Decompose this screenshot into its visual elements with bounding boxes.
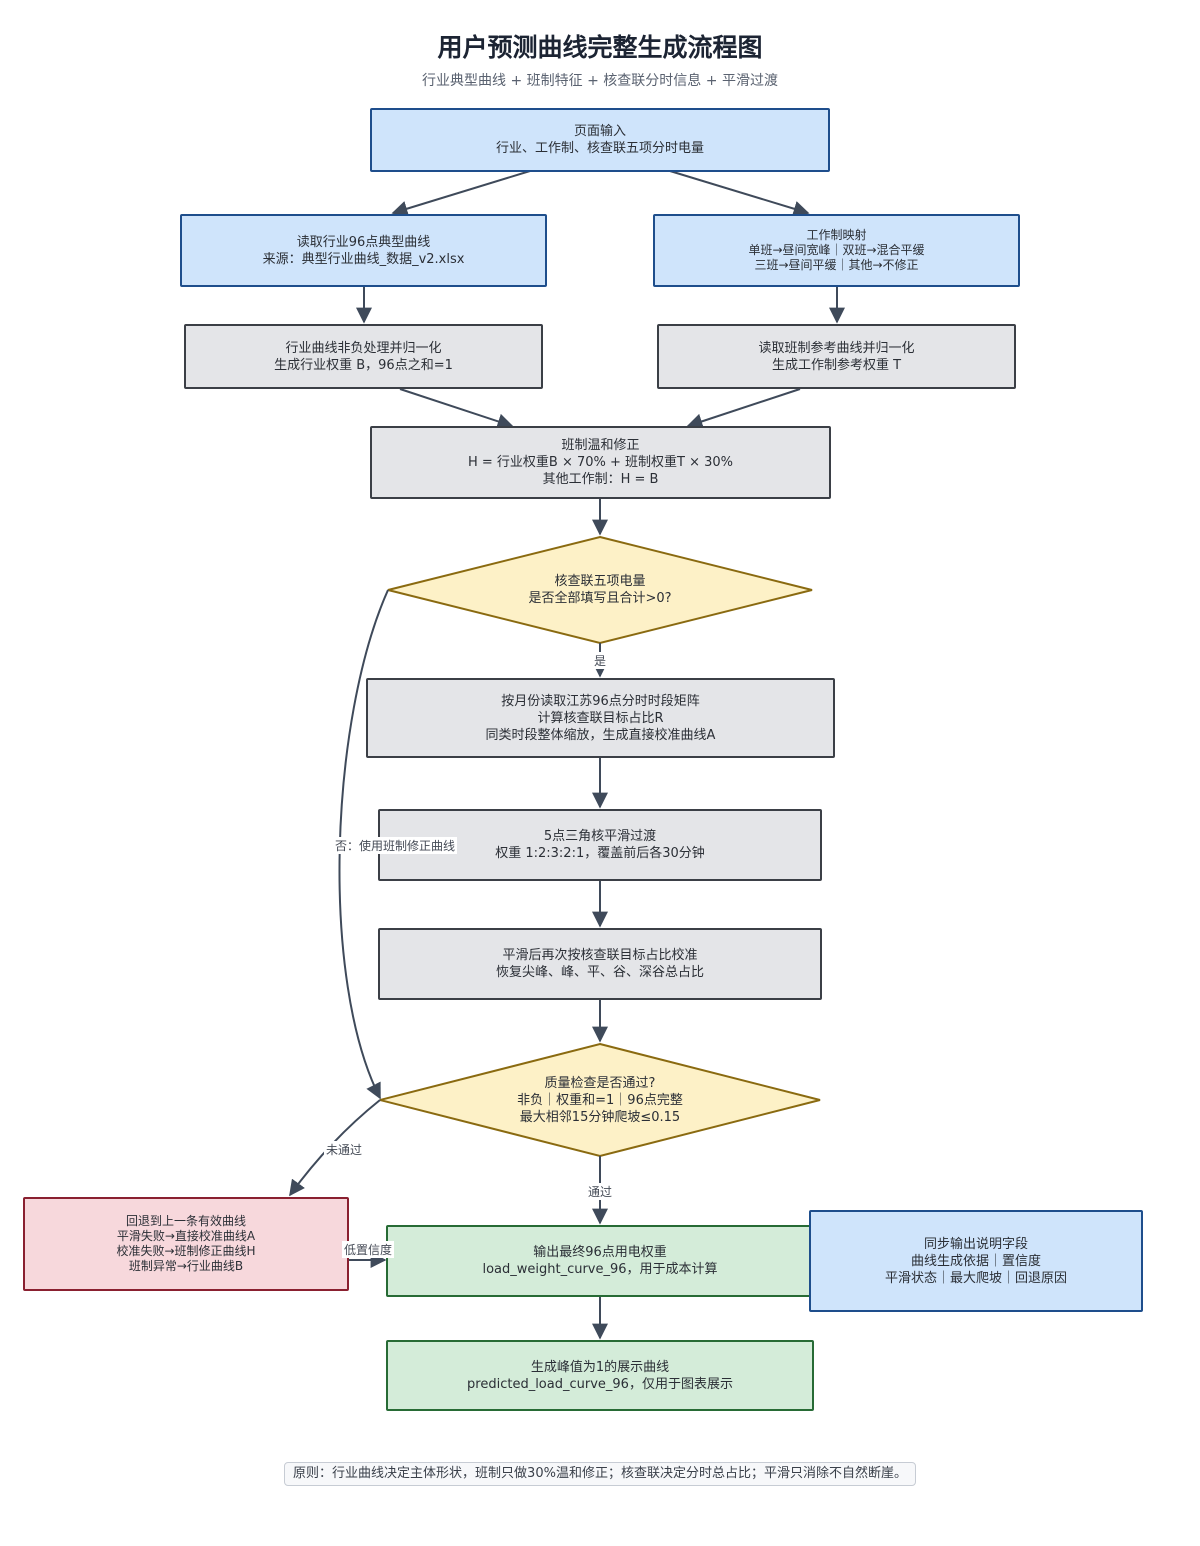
node-text: 5点三角核平滑过渡 xyxy=(543,829,657,844)
node-text: 质量检查是否通过? xyxy=(544,1075,656,1091)
page-subtitle: 行业典型曲线 + 班制特征 + 核查联分时信息 + 平滑过渡 xyxy=(422,73,778,89)
node-display-curve: 生成峰值为1的展示曲线 predicted_load_curve_96，仅用于图… xyxy=(386,1340,814,1411)
node-page-input: 页面输入 行业、工作制、核查联五项分时电量 xyxy=(370,108,830,172)
node-text: 平滑状态｜最大爬坡｜回退原因 xyxy=(884,1270,1067,1286)
node-text: 曲线生成依据｜置信度 xyxy=(910,1253,1041,1269)
edge-label-yes: 是 xyxy=(592,652,609,669)
node-text: 计算核查联目标占比R xyxy=(537,710,664,726)
node-text: 非负｜权重和=1｜96点完整 xyxy=(517,1092,683,1108)
node-text: 行业、工作制、核查联五项分时电量 xyxy=(495,141,704,156)
node-explain-fields: 同步输出说明字段 曲线生成依据｜置信度 平滑状态｜最大爬坡｜回退原因 xyxy=(809,1210,1143,1312)
page-title: 用户预测曲线完整生成流程图 xyxy=(437,33,763,62)
node-text: 生成工作制参考权重 T xyxy=(771,357,902,373)
footer-principle-note: 原则：行业曲线决定主体形状，班制只做30%温和修正；核查联决定分时总占比；平滑只… xyxy=(284,1462,916,1486)
node-text: 回退到上一条有效曲线 xyxy=(125,1214,246,1228)
node-text: 三班→昼间平缓｜其他→不修正 xyxy=(754,258,919,272)
node-text: 平滑后再次按核查联目标占比校准 xyxy=(502,948,698,963)
node-text: 权重 1:2:3:2:1，覆盖前后各30分钟 xyxy=(495,846,705,861)
node-text: 平滑失败→直接校准曲线A xyxy=(116,1229,256,1243)
node-text: 生成行业权重 B，96点之和=1 xyxy=(274,357,453,373)
node-text: 班制异常→行业曲线B xyxy=(128,1259,244,1273)
edge-norm-blend-left xyxy=(399,388,514,430)
node-text: 恢复尖峰、峰、平、谷、深谷总占比 xyxy=(495,965,704,980)
node-text: 同步输出说明字段 xyxy=(923,1236,1028,1252)
node-recalibrate: 平滑后再次按核查联目标占比校准 恢复尖峰、峰、平、谷、深谷总占比 xyxy=(378,928,822,1000)
node-text: 核查联五项电量 xyxy=(554,574,646,589)
node-text: 最大相邻15分钟爬坡≤0.15 xyxy=(519,1109,681,1125)
node-text: load_weight_curve_96，用于成本计算 xyxy=(482,1262,718,1277)
edge-label-pass: 通过 xyxy=(586,1183,615,1200)
node-shift-blend: 班制温和修正 H = 行业权重B × 70% + 班制权重T × 30% 其他工… xyxy=(370,426,831,499)
decision-1-text: 核查联五项电量 是否全部填写且合计>0? xyxy=(440,570,760,610)
node-text: 工作制映射 xyxy=(806,228,867,242)
node-text: 单班→昼间宽峰｜双班→混合平缓 xyxy=(748,243,925,257)
node-shift-normalize: 读取班制参考曲线并归一化 生成工作制参考权重 T xyxy=(657,324,1016,389)
node-text: 读取班制参考曲线并归一化 xyxy=(758,340,915,356)
node-industry-read: 读取行业96点典型曲线 来源：典型行业曲线_数据_v2.xlsx xyxy=(180,214,547,287)
decision-2-text: 质量检查是否通过? 非负｜权重和=1｜96点完整 最大相邻15分钟爬坡≤0.15 xyxy=(450,1073,750,1127)
node-text: 输出最终96点用电权重 xyxy=(533,1245,667,1260)
node-text: 按月份读取江苏96点分时时段矩阵 xyxy=(501,693,700,709)
node-text: 生成峰值为1的展示曲线 xyxy=(530,1359,670,1375)
node-industry-normalize: 行业曲线非负处理并归一化 生成行业权重 B，96点之和=1 xyxy=(184,324,543,389)
node-text: 校准失败→班制修正曲线H xyxy=(116,1244,256,1258)
node-text: 行业曲线非负处理并归一化 xyxy=(285,340,442,356)
node-fallback: 回退到上一条有效曲线 平滑失败→直接校准曲线A 校准失败→班制修正曲线H 班制异… xyxy=(23,1197,349,1291)
node-direct-calibrate: 按月份读取江苏96点分时时段矩阵 计算核查联目标占比R 同类时段整体缩放，生成直… xyxy=(366,678,835,758)
node-text: 来源：典型行业曲线_数据_v2.xlsx xyxy=(262,251,465,267)
edge-label-no: 否：使用班制修正曲线 xyxy=(333,837,458,854)
edge-label-fail: 未通过 xyxy=(324,1141,365,1158)
node-text: 班制温和修正 xyxy=(561,438,640,453)
node-text: 同类时段整体缩放，生成直接校准曲线A xyxy=(485,727,716,743)
edge-norm-blend-right xyxy=(686,388,801,430)
node-text: 是否全部填写且合计>0? xyxy=(528,591,672,606)
node-output-weight: 输出最终96点用电权重 load_weight_curve_96，用于成本计算 xyxy=(386,1225,814,1297)
node-text: 读取行业96点典型曲线 xyxy=(296,234,431,250)
edge-input-industry xyxy=(391,170,531,217)
edge-label-low-confidence: 低置信度 xyxy=(342,1241,395,1258)
node-text: 其他工作制：H = B xyxy=(542,472,659,487)
node-shift-map: 工作制映射 单班→昼间宽峰｜双班→混合平缓 三班→昼间平缓｜其他→不修正 xyxy=(653,214,1020,287)
node-text: predicted_load_curve_96，仅用于图表展示 xyxy=(467,1376,733,1392)
node-text: H = 行业权重B × 70% + 班制权重T × 30% xyxy=(467,455,734,470)
edge-input-shift xyxy=(669,170,810,217)
node-text: 页面输入 xyxy=(573,124,626,139)
